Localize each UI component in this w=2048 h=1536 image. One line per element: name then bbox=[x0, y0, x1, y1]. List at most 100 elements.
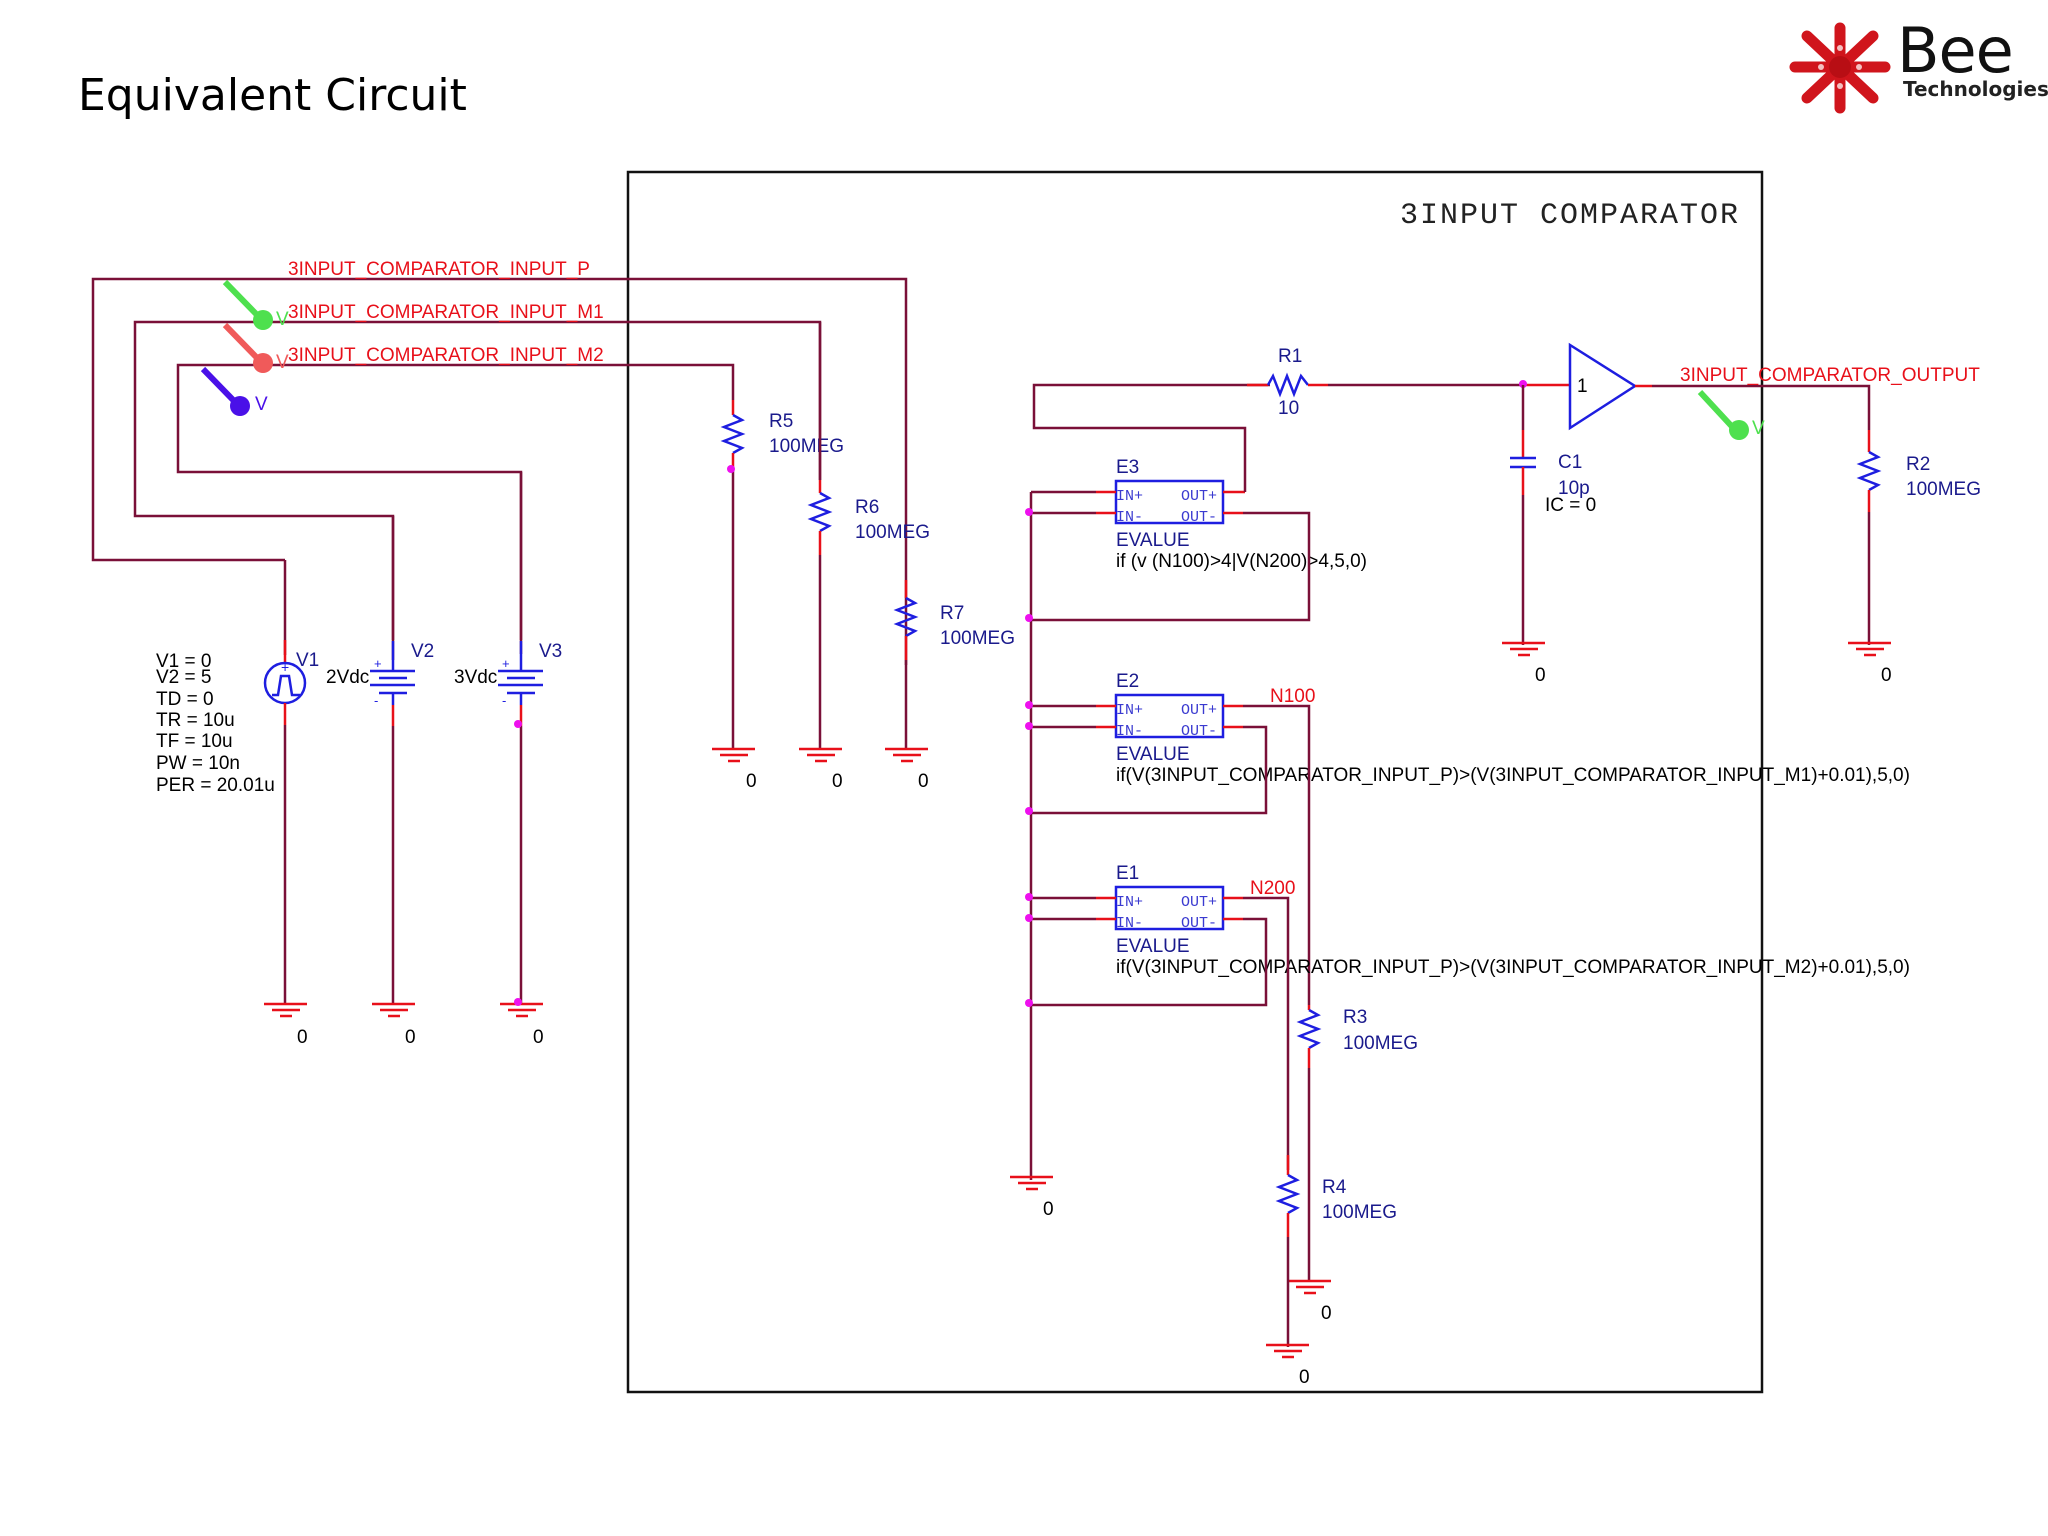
probe-label: V bbox=[255, 394, 268, 415]
ground-r6: 0 bbox=[799, 747, 843, 792]
dc-source-v2[interactable]: + - V2 2Vdc bbox=[326, 516, 434, 1005]
ground-label: 0 bbox=[1299, 1367, 1310, 1388]
pin-in-plus: IN+ bbox=[1116, 894, 1143, 911]
c1-name: C1 bbox=[1558, 452, 1582, 473]
net-label-n200: N200 bbox=[1250, 878, 1295, 899]
r2-name: R2 bbox=[1906, 454, 1930, 475]
r3-name: R3 bbox=[1343, 1007, 1367, 1028]
page-title: Equivalent Circuit bbox=[78, 70, 467, 121]
pin-in-minus: IN- bbox=[1116, 509, 1143, 526]
r4-name: R4 bbox=[1322, 1177, 1347, 1198]
v1-param: V1 = 0 bbox=[156, 651, 211, 672]
svg-text:-: - bbox=[374, 693, 378, 708]
buffer-amplifier[interactable]: 1 bbox=[1568, 342, 1638, 431]
pin-in-minus: IN- bbox=[1116, 915, 1143, 932]
e3-expression: if (v (N100)>4|V(N200)>4,5,0) bbox=[1116, 551, 1367, 572]
ground-label: 0 bbox=[746, 771, 757, 792]
svg-text:+: + bbox=[502, 656, 510, 671]
c1-value: 10p bbox=[1558, 478, 1590, 499]
svg-text:-: - bbox=[502, 693, 506, 708]
block-title: 3INPUT COMPARATOR bbox=[1400, 199, 1740, 233]
ground-label: 0 bbox=[533, 1027, 544, 1048]
resistor-r1[interactable]: R1 10 bbox=[1247, 346, 1328, 419]
resistor-r7[interactable]: R7 100MEG bbox=[893, 580, 1015, 750]
ground-c1: 0 bbox=[1502, 641, 1546, 686]
pulse-source-v1[interactable]: + V1 bbox=[263, 640, 319, 1005]
ground-v2: 0 bbox=[372, 1002, 416, 1048]
ground-label: 0 bbox=[1043, 1199, 1054, 1220]
logo-wordmark: Bee bbox=[1897, 14, 2014, 87]
capacitor-c1[interactable]: C1 10p IC = 0 bbox=[1510, 385, 1596, 645]
r4-value: 100MEG bbox=[1322, 1202, 1397, 1223]
ground-label: 0 bbox=[297, 1027, 308, 1048]
net-label-input-p: 3INPUT_COMPARATOR_INPUT_P bbox=[288, 259, 590, 280]
ground-v3: 0 bbox=[500, 998, 544, 1048]
v2-name: V2 bbox=[411, 641, 434, 662]
r7-name: R7 bbox=[940, 603, 964, 624]
voltage-probe-output[interactable]: V bbox=[1697, 389, 1765, 440]
svg-text:+: + bbox=[281, 659, 289, 675]
c1-initial-condition: IC = 0 bbox=[1545, 495, 1596, 516]
net-label-output: 3INPUT_COMPARATOR_OUTPUT bbox=[1680, 365, 1980, 386]
e2-name: E2 bbox=[1116, 671, 1139, 692]
v3-value: 3Vdc bbox=[454, 667, 497, 688]
r1-name: R1 bbox=[1278, 346, 1302, 367]
r5-value: 100MEG bbox=[769, 436, 844, 457]
probe-label: V bbox=[1752, 418, 1765, 439]
v1-parameters: V1 = 0 V2 = 5 TD = 0 TR = 10u TF = 10u P… bbox=[156, 651, 275, 796]
resistor-r5[interactable]: R5 100MEG bbox=[720, 400, 844, 750]
pin-in-minus: IN- bbox=[1116, 723, 1143, 740]
e1-expression: if(V(3INPUT_COMPARATOR_INPUT_P)>(V(3INPU… bbox=[1116, 957, 1910, 978]
logo-subtitle: Technologies bbox=[1903, 77, 2048, 101]
ground-label: 0 bbox=[918, 771, 929, 792]
pin-out-minus: OUT- bbox=[1181, 509, 1217, 526]
e1-type: EVALUE bbox=[1116, 936, 1190, 957]
ground-label: 0 bbox=[405, 1027, 416, 1048]
ground-r3: 0 bbox=[1288, 1279, 1332, 1324]
r7-value: 100MEG bbox=[940, 628, 1015, 649]
probe-label: V bbox=[276, 352, 289, 373]
ground-bus: 0 bbox=[1010, 1175, 1054, 1220]
v1-param: V2 = 5 bbox=[156, 667, 211, 688]
e2-type: EVALUE bbox=[1116, 744, 1190, 765]
probe-label: V bbox=[276, 309, 289, 330]
ground-v1: 0 bbox=[264, 1002, 308, 1048]
resistor-r4[interactable]: R4 100MEG bbox=[1275, 1155, 1397, 1347]
v3-name: V3 bbox=[539, 641, 562, 662]
voltage-probe-input-m1[interactable]: V bbox=[222, 322, 289, 373]
pin-out-plus: OUT+ bbox=[1181, 488, 1217, 505]
net-input-p bbox=[91, 277, 908, 665]
pin-out-plus: OUT+ bbox=[1181, 702, 1217, 719]
evalue-e3[interactable]: IN+ IN- OUT+ OUT- E3 EVALUE if (v (N100)… bbox=[1114, 457, 1367, 572]
ground-label: 0 bbox=[1881, 665, 1892, 686]
v2-value: 2Vdc bbox=[326, 667, 369, 688]
r5-name: R5 bbox=[769, 411, 793, 432]
pin-in-plus: IN+ bbox=[1116, 702, 1143, 719]
voltage-probe-input-m2[interactable]: V bbox=[200, 366, 268, 416]
r6-value: 100MEG bbox=[855, 522, 930, 543]
resistor-r6[interactable]: R6 100MEG bbox=[807, 322, 930, 750]
ground-r4: 0 bbox=[1266, 1343, 1310, 1388]
v1-param: PER = 20.01u bbox=[156, 775, 275, 796]
r6-name: R6 bbox=[855, 497, 879, 518]
v1-param: TD = 0 bbox=[156, 689, 214, 710]
voltage-probe-input-p[interactable]: V bbox=[222, 279, 289, 330]
e3-type: EVALUE bbox=[1116, 530, 1190, 551]
resistor-r3[interactable]: R3 100MEG bbox=[1296, 1005, 1418, 1282]
resistor-r2[interactable]: R2 100MEG bbox=[1856, 430, 1981, 645]
starburst-logo-icon bbox=[1789, 22, 1891, 114]
company-logo: Bee Technologies bbox=[1785, 14, 2048, 115]
v1-param: PW = 10n bbox=[156, 753, 240, 774]
r2-value: 100MEG bbox=[1906, 479, 1981, 500]
r3-value: 100MEG bbox=[1343, 1033, 1418, 1054]
evalue-e2[interactable]: IN+ IN- OUT+ OUT- E2 EVALUE if(V(3INPUT_… bbox=[1114, 671, 1910, 786]
ground-label: 0 bbox=[1535, 665, 1546, 686]
net-label-input-m1: 3INPUT_COMPARATOR_INPUT_M1 bbox=[288, 302, 604, 323]
buffer-gain: 1 bbox=[1577, 376, 1588, 397]
net-input-m1 bbox=[133, 320, 822, 660]
dc-source-v3[interactable]: + - V3 3Vdc bbox=[454, 472, 562, 1005]
pin-in-plus: IN+ bbox=[1116, 488, 1143, 505]
evalue-e1[interactable]: IN+ IN- OUT+ OUT- E1 EVALUE if(V(3INPUT_… bbox=[1114, 863, 1910, 978]
e1-name: E1 bbox=[1116, 863, 1139, 884]
